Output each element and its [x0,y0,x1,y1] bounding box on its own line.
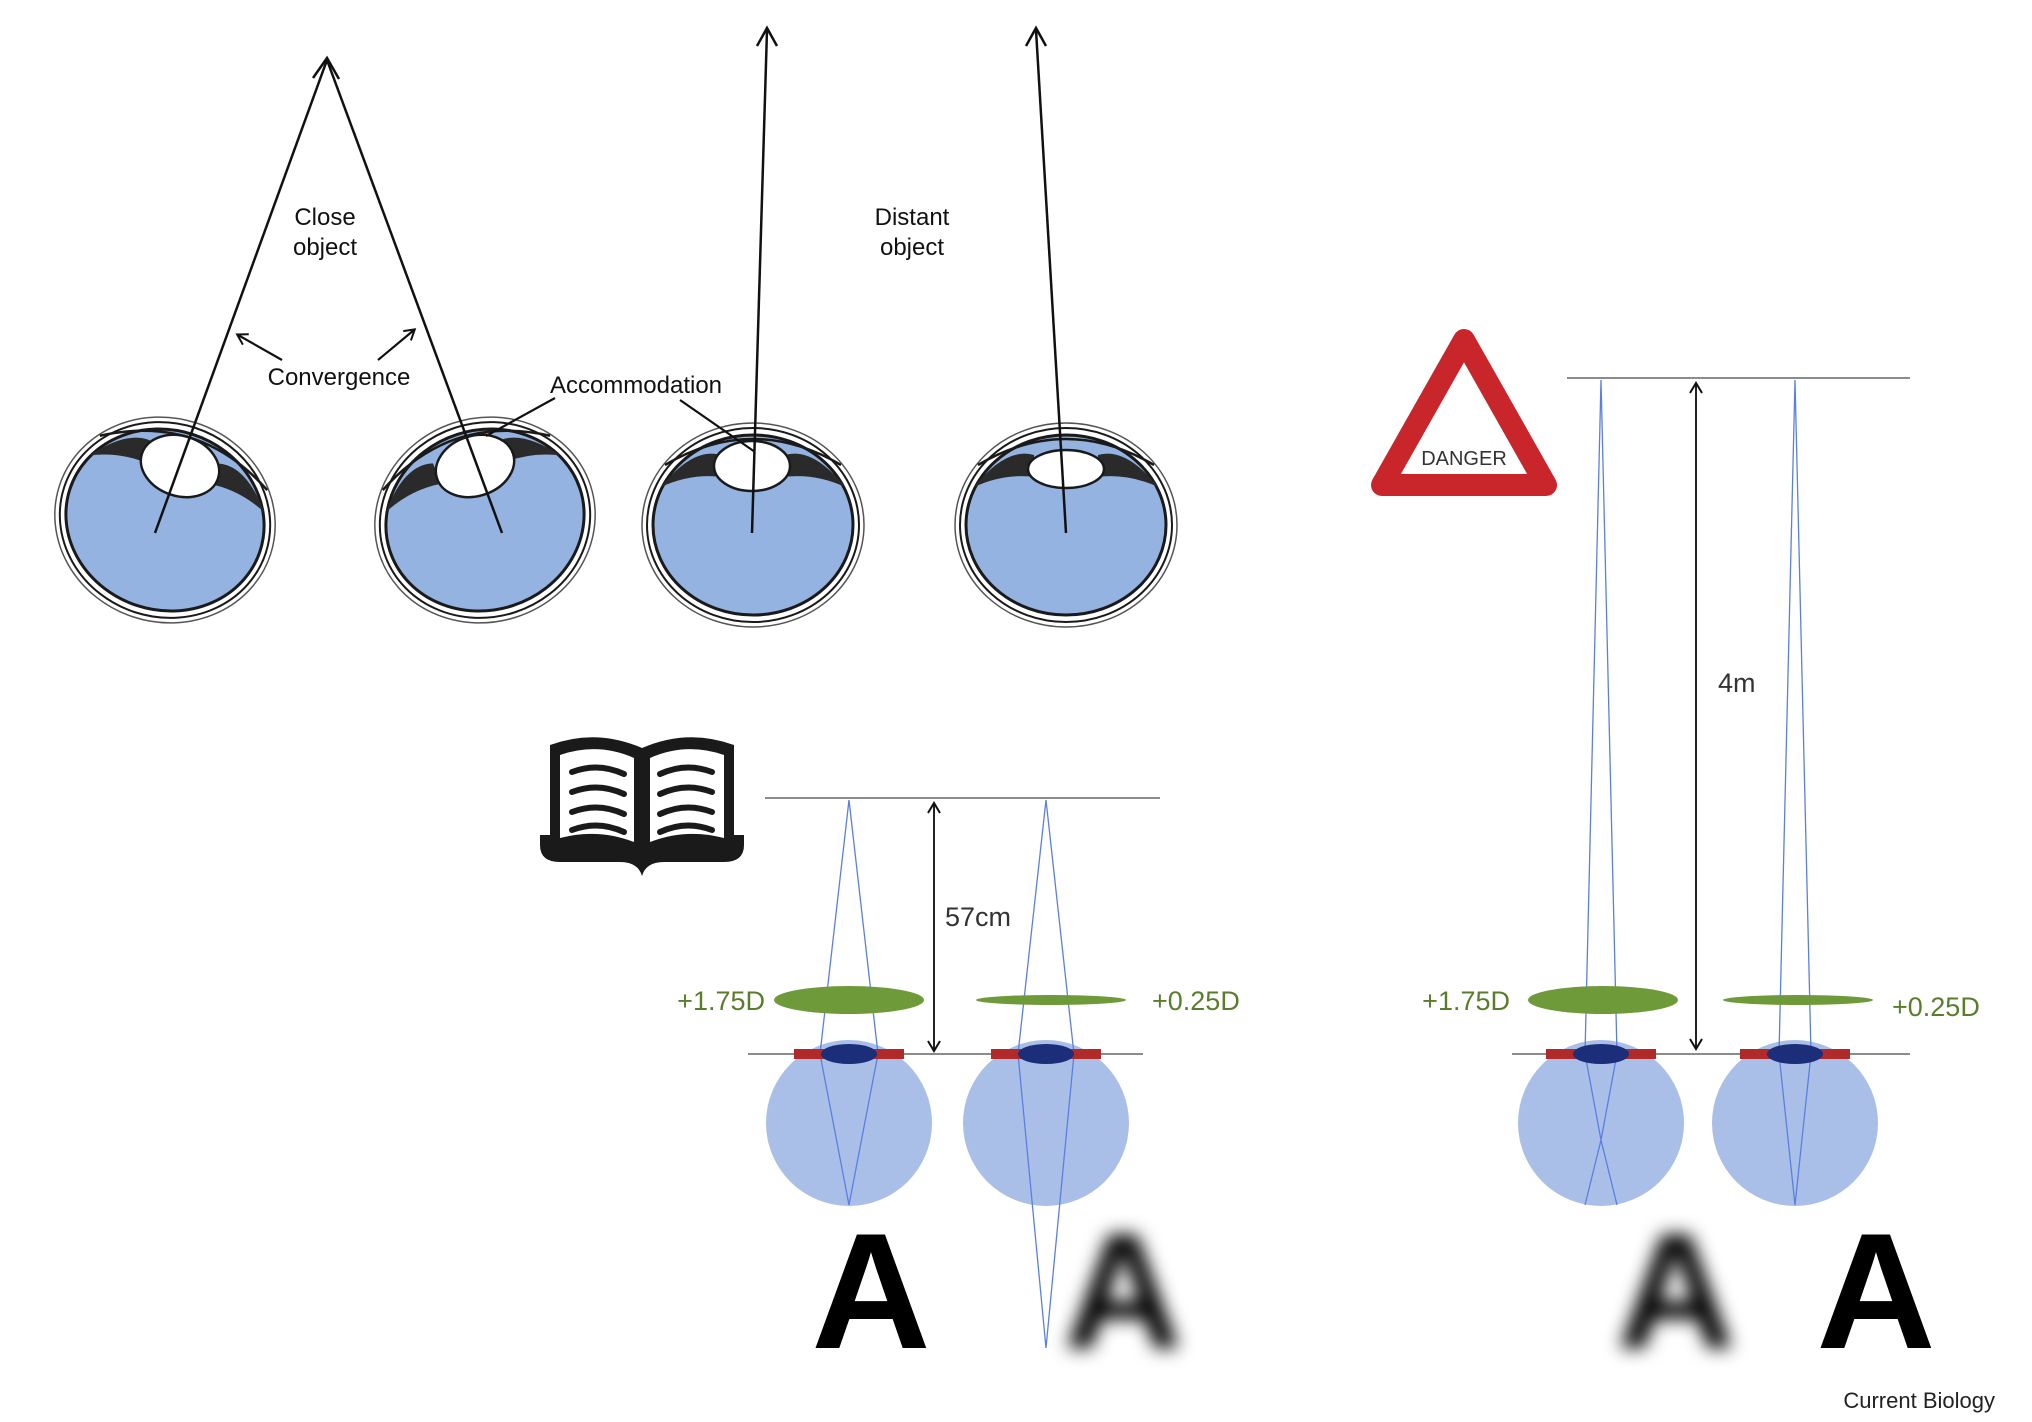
left-eye-converging [26,387,304,653]
left-eye-parallel [640,421,866,629]
convergence-arrow-left [235,333,283,361]
far-left-eyeball [1518,1040,1684,1206]
right-eye-converging [346,387,624,653]
open-book-icon [540,737,744,876]
accommodation-pointer-right [679,399,756,453]
far-left-letter-blurred: A [1616,1199,1735,1383]
convergence-arrow-right [377,328,417,361]
distant-object-line-right [1034,29,1068,534]
near-left-eyeball [766,1040,932,1206]
accommodation-label: Accommodation [550,372,722,399]
far-right-letter-sharp: A [1816,1199,1935,1383]
near-distance-label: 57cm [945,902,1011,932]
far-right-correction-lens [1723,995,1873,1005]
distant-object-label-line2: object [880,234,944,261]
far-right-crystalline-lens [1767,1044,1823,1064]
distant-arrowhead-left [755,25,779,47]
far-right-lens-power: +0.25D [1892,992,1980,1022]
near-right-lens-power: +0.25D [1152,986,1240,1016]
close-object-line-right [325,59,504,534]
near-right-eyeball [963,1040,1129,1206]
accommodation-pointer-left [485,397,556,437]
close-object-label: Close [294,204,355,231]
close-object-line-left [153,59,329,534]
journal-credit: Current Biology [1843,1388,1995,1413]
far-left-lens-power: +1.75D [1422,986,1510,1016]
convergence-label: Convergence [268,364,411,391]
right-eye-parallel [953,421,1179,629]
danger-sign-icon: DANGER [1371,329,1557,496]
near-right-crystalline-lens [1018,1044,1074,1064]
accommodation-convergence-panel: Close object Distant object Convergence … [26,25,1179,653]
danger-sign-label: DANGER [1421,448,1507,470]
close-object-label-line2: object [293,234,357,261]
near-left-crystalline-lens [821,1044,877,1064]
near-left-correction-lens [774,986,924,1014]
near-right-letter-blurred: A [1063,1199,1182,1383]
near-right-correction-lens [976,995,1126,1005]
far-left-correction-lens [1528,986,1678,1014]
near-left-letter-sharp: A [811,1199,930,1383]
distant-arrowhead-right [1024,25,1048,47]
far-distance-label: 4m [1718,668,1756,698]
distant-object-line-left [750,29,769,534]
near-left-lens-power: +1.75D [677,986,765,1016]
far-right-eyeball [1712,1040,1878,1206]
close-object-arrowhead [311,55,341,80]
far-distance-panel: DANGER 4m +1.75D +0.25D A A [1371,329,1980,1383]
far-left-crystalline-lens [1573,1044,1629,1064]
reading-distance-panel: 57cm +1.75D +0.25D A A [540,737,1240,1383]
distant-object-label: Distant [875,204,950,231]
far-left-rays [1584,379,1618,1206]
